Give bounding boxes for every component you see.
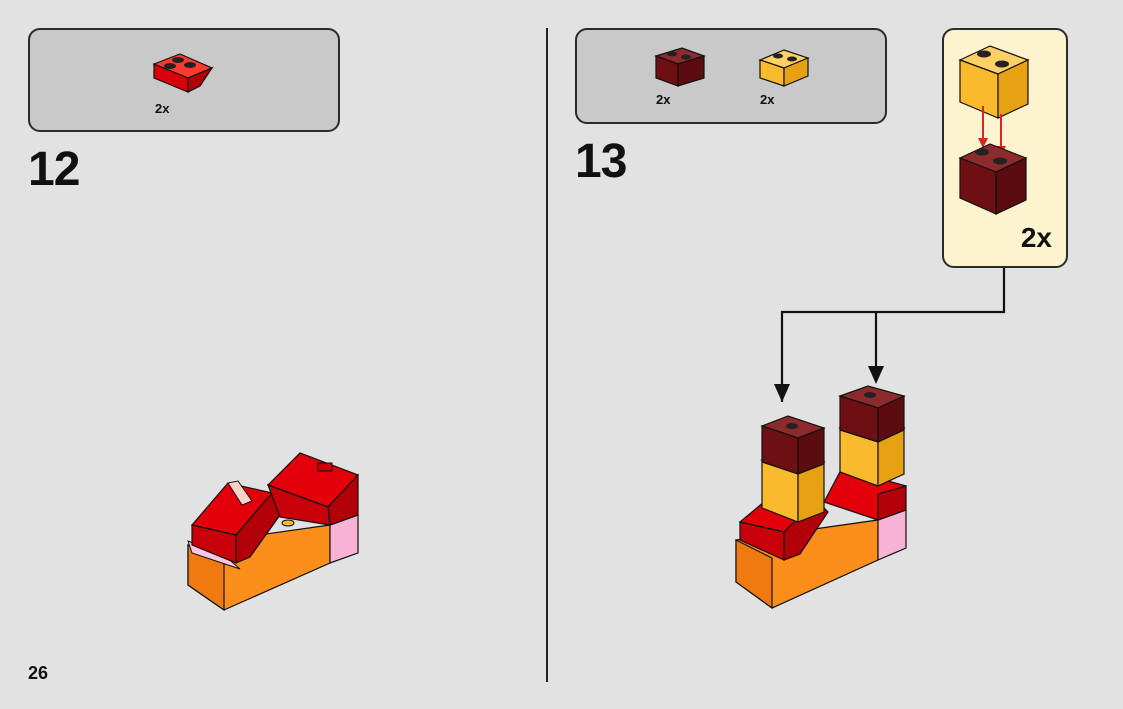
red-slope-brick-icon [152,53,214,93]
callout-assembly-illustration [958,45,1030,215]
step-number-12: 12 [28,143,80,196]
page-number: 26 [28,663,49,683]
step-13-part-1-qty: 2x [656,92,671,107]
dark-red-brick-icon [654,47,706,87]
page-divider [546,28,548,682]
step-13-part-2-qty: 2x [760,92,775,107]
step-12-model [187,452,360,612]
step-13-model [735,385,908,610]
step-13-parts-box [575,28,887,124]
placement-arrows [774,268,1006,402]
yellow-orange-brick-icon [758,49,810,87]
callout-qty: 2x [1020,222,1052,253]
step-number-13: 13 [575,135,627,188]
step-12-part-qty: 2x [155,101,170,116]
